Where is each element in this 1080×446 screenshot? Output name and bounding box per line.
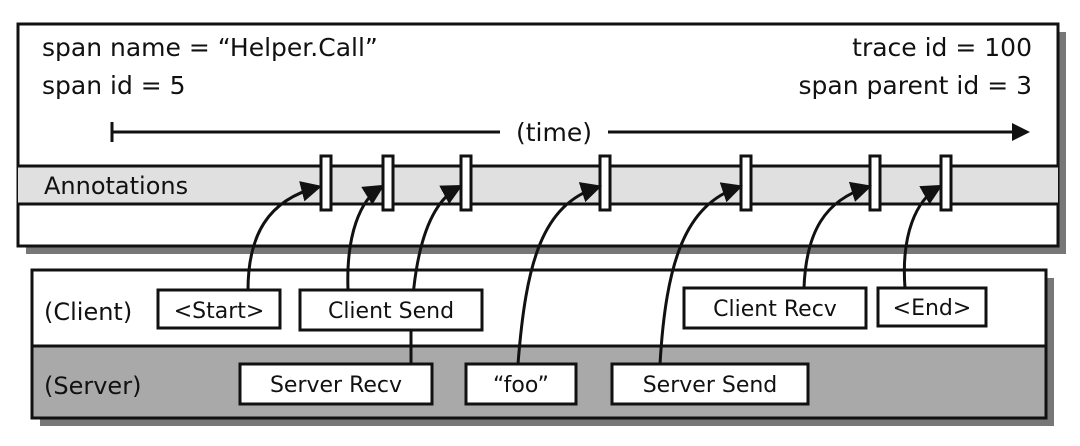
event-client-send-label: Client Send bbox=[328, 299, 454, 324]
event-server-send: Server Send bbox=[610, 362, 810, 406]
annotations-label: Annotations bbox=[44, 172, 188, 200]
event-client-recv-label: Client Recv bbox=[713, 297, 837, 322]
lanes-panel-border bbox=[30, 268, 1048, 420]
time-axis-arrowhead bbox=[1012, 123, 1030, 141]
server-lane-label: (Server) bbox=[44, 372, 141, 400]
connector-foo bbox=[516, 182, 602, 365]
event-end-label: <End> bbox=[893, 296, 972, 321]
event-client-send: Client Send bbox=[298, 288, 484, 332]
event-server-recv-label: Server Recv bbox=[270, 373, 402, 398]
span-panel: span name = “Helper.Call” span id = 5 tr… bbox=[16, 22, 1066, 254]
client-lane-label: (Client) bbox=[44, 298, 132, 326]
annotations-band bbox=[18, 166, 1058, 204]
connector-end bbox=[902, 184, 943, 289]
event-start: <Start> bbox=[156, 288, 282, 330]
event-foo-label: “foo” bbox=[493, 373, 549, 398]
event-boxes: <Start> Client Send Client Recv <End> Se… bbox=[156, 286, 988, 406]
span-panel-box bbox=[16, 22, 1060, 248]
trace-id-text: trace id = 100 bbox=[852, 33, 1032, 62]
event-server-recv: Server Recv bbox=[238, 362, 434, 406]
annotation-marker-server-recv bbox=[459, 154, 473, 212]
annotation-marker-foo bbox=[598, 154, 612, 212]
event-end: <End> bbox=[876, 286, 988, 328]
span-name-text: span name = “Helper.Call” bbox=[42, 33, 378, 62]
event-start-label: <Start> bbox=[174, 299, 265, 324]
annotation-marker-server-send bbox=[739, 154, 753, 212]
connector-client-recv bbox=[802, 181, 873, 289]
time-label: (time) bbox=[516, 118, 592, 147]
connector-client-send bbox=[346, 184, 385, 291]
annotation-marker-client-send bbox=[381, 154, 395, 212]
event-server-send-label: Server Send bbox=[643, 373, 778, 398]
event-foo: “foo” bbox=[464, 362, 578, 406]
annotation-markers bbox=[319, 154, 953, 212]
connector-server-send bbox=[658, 182, 743, 365]
span-parent-id-text: span parent id = 3 bbox=[799, 71, 1032, 100]
connector-start bbox=[246, 181, 323, 291]
annotation-marker-client-recv bbox=[868, 154, 882, 212]
annotation-marker-end bbox=[939, 154, 953, 212]
span-id-text: span id = 5 bbox=[42, 71, 186, 100]
annotation-marker-start bbox=[319, 154, 333, 212]
event-client-recv: Client Recv bbox=[682, 286, 868, 330]
